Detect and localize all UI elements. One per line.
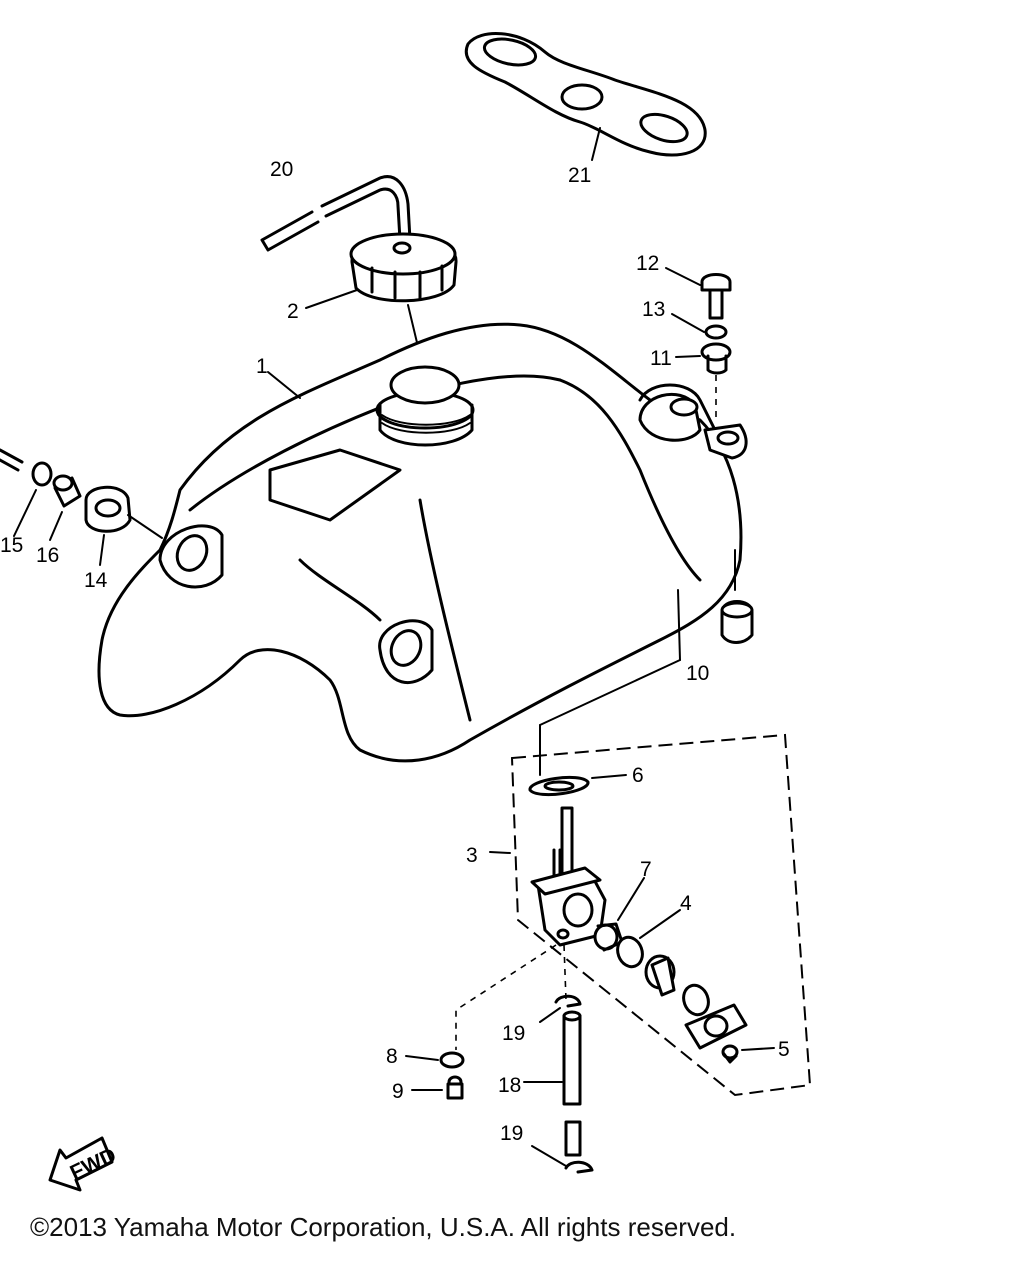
callout-16: 16 xyxy=(36,544,59,567)
part-21-plate xyxy=(464,32,707,157)
callout-14: 14 xyxy=(84,569,108,592)
part-15-bolt xyxy=(0,448,53,487)
part-7-seal xyxy=(593,922,624,952)
callout-13: 13 xyxy=(642,298,665,321)
part-13-washer xyxy=(704,324,728,340)
part-9-screw xyxy=(446,1075,464,1100)
callout-21: 21 xyxy=(568,164,591,187)
part-5-screw xyxy=(721,1044,739,1064)
callout-20: 20 xyxy=(270,158,293,181)
part-14-grommet xyxy=(84,485,132,533)
part-16-collar xyxy=(52,474,82,508)
callout-7: 7 xyxy=(640,858,652,881)
callout-4: 4 xyxy=(680,892,692,915)
fwd-direction-arrow: FWD xyxy=(48,1136,120,1192)
part-19-clip-lower xyxy=(564,1120,594,1174)
callout-10: 10 xyxy=(686,662,709,685)
callout-1: 1 xyxy=(256,355,268,378)
part-3-fuel-cock xyxy=(530,806,607,947)
part-1-fuel-tank xyxy=(97,322,748,763)
callout-6: 6 xyxy=(632,764,644,787)
callout-8: 8 xyxy=(386,1045,398,1068)
part-4-o-ring xyxy=(616,935,644,969)
part-2-filler-cap xyxy=(349,232,458,303)
callout-15: 15 xyxy=(0,534,23,557)
callout-2: 2 xyxy=(287,300,299,323)
part-12-bolt xyxy=(700,273,732,320)
callout-9: 9 xyxy=(392,1080,404,1103)
callout-5: 5 xyxy=(778,1038,790,1061)
fuel-cock-cover-plate xyxy=(684,1003,748,1050)
fuel-tank-exploded-diagram: FWD 21 20 2 1 12 13 11 15 16 14 10 6 3 7… xyxy=(0,32,812,1192)
fuel-cock-o-ring-2 xyxy=(682,983,710,1017)
callout-11: 11 xyxy=(650,347,672,370)
part-6-gasket xyxy=(528,775,590,797)
callout-19-lower: 19 xyxy=(500,1122,523,1145)
part-10-grommet xyxy=(720,600,754,644)
callout-12: 12 xyxy=(636,252,659,275)
part-18-fuel-pipe xyxy=(562,1010,582,1106)
part-8-washer xyxy=(439,1051,465,1069)
callout-3: 3 xyxy=(466,844,478,867)
copyright-notice: ©2013 Yamaha Motor Corporation, U.S.A. A… xyxy=(30,1212,737,1242)
callout-18: 18 xyxy=(498,1074,521,1097)
fuel-cock-lever xyxy=(644,954,676,997)
part-11-collar xyxy=(700,342,732,375)
callout-19-upper: 19 xyxy=(502,1022,525,1045)
part-19-clip-upper xyxy=(554,994,582,1008)
